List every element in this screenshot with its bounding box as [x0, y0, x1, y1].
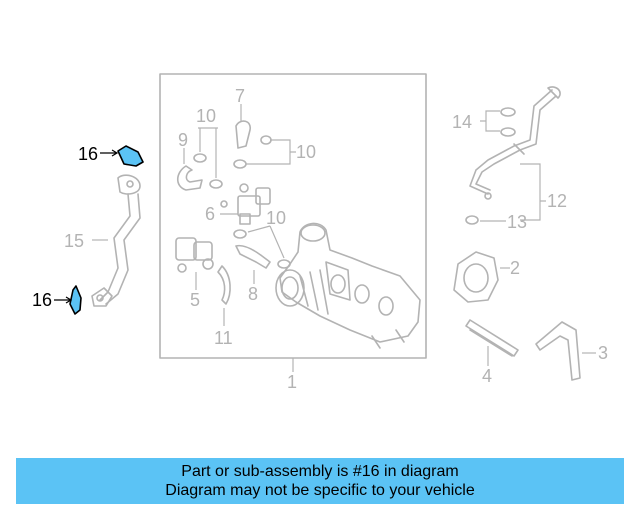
callout-14: 14: [452, 112, 472, 132]
callout-12: 12: [547, 191, 567, 211]
callout-16-upper: 16: [78, 144, 98, 164]
banner-line-part-number: Part or sub-assembly is #16 in diagram: [181, 463, 459, 480]
solenoid-valve-part-5: [175, 237, 214, 273]
line-part-12: [469, 86, 561, 200]
callout-15: 15: [64, 231, 84, 251]
callout-8: 8: [248, 284, 258, 304]
heat-shield-part-4: [465, 319, 519, 357]
pipe-part-15: [91, 174, 141, 307]
gasket-part-16-lower: [69, 285, 82, 315]
callout-10-left: 10: [196, 106, 216, 126]
callout-4: 4: [482, 366, 492, 386]
callout-11: 11: [214, 328, 233, 348]
callout-1: 1: [287, 372, 297, 392]
callout-3: 3: [598, 343, 608, 363]
callout-10-right: 10: [296, 142, 316, 162]
callout-7: 7: [235, 86, 245, 106]
turbocharger-manifold: [275, 222, 421, 349]
valve-part-6: [220, 183, 271, 225]
callout-10-lower: 10: [266, 208, 286, 228]
callout-16-lower: 16: [32, 290, 52, 310]
gasket-part-16-upper: [117, 145, 144, 167]
callout-2: 2: [510, 258, 520, 278]
washer-part-14: [500, 107, 516, 137]
callout-9: 9: [178, 130, 188, 150]
washer-part-13: [465, 215, 479, 225]
callout-6: 6: [205, 204, 215, 224]
info-banner: Part or sub-assembly is #16 in diagram D…: [16, 458, 624, 504]
gasket-part-2: [453, 251, 499, 303]
bracket-part-3: [535, 321, 581, 381]
banner-line-disclaimer: Diagram may not be specific to your vehi…: [165, 482, 475, 499]
hose-part-9: [176, 165, 203, 191]
hose-part-11: [217, 265, 231, 305]
clamps-part-10: [193, 135, 291, 269]
hose-part-7: [235, 120, 251, 149]
hose-part-8: [235, 244, 271, 269]
callout-5: 5: [190, 290, 200, 310]
callout-13: 13: [507, 212, 527, 232]
